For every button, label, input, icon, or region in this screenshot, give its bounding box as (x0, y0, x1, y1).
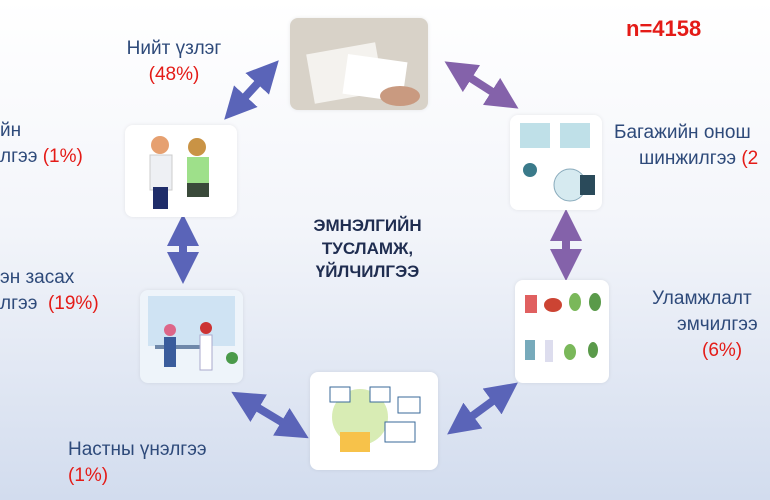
label-elderly-assessment: Настны үнэлгээ (1%) (68, 437, 207, 489)
node-pct: (1%) (42, 146, 83, 167)
node-label: эмчилгээ (677, 314, 758, 335)
label-total-exam: Нийт үзлэг (48%) (104, 36, 244, 88)
arrow-exam-instrumental (444, 61, 519, 109)
label-instrumental: Багажийн онош шинжилгээ (2 (614, 120, 758, 172)
label-rehabilitation: эн засах лгээ (19%) (0, 265, 99, 317)
sample-size: n=4158 (626, 16, 702, 41)
node-label: Настны үнэлгээ (68, 439, 207, 460)
node-label: Нийт үзлэг (126, 38, 222, 59)
rehabilitation-image (140, 290, 243, 383)
center-title-line: ТУСЛАМЖ, (321, 239, 414, 258)
center-title-line: ЭМНЭЛГИЙН (313, 216, 422, 235)
traditional-medicine-image (515, 280, 609, 383)
center-title-line: ҮЙЛЧИЛГЭЭ (315, 262, 420, 281)
elderly-assessment-image (310, 372, 438, 470)
node-pct: (6%) (702, 340, 743, 361)
node-pct: (2 (741, 148, 759, 169)
label-consultation: йн лгээ (1%) (0, 118, 83, 170)
node-label: Уламжлалт (652, 288, 752, 309)
node-pct: (19%) (47, 293, 99, 314)
center-title: ЭМНЭЛГИЙН ТУСЛАМЖ, ҮЙЛЧИЛГЭЭ (290, 214, 445, 283)
label-traditional: Уламжлалт эмчилгээ (6%) (652, 286, 758, 364)
node-label: лгээ (0, 146, 38, 167)
node-label: эн засах (0, 267, 75, 288)
node-pct: (48%) (148, 64, 200, 85)
arrow-elderly-traditional (447, 382, 518, 435)
node-label: йн (0, 120, 22, 141)
instrumental-diagnostics-image (510, 115, 602, 210)
arrow-exam-consult (224, 60, 279, 120)
exam-image (290, 18, 428, 110)
node-label: шинжилгээ (639, 148, 737, 169)
node-label: лгээ (0, 293, 38, 314)
node-label: Багажийн онош (614, 122, 751, 143)
arrow-rehab-elderly (231, 391, 309, 439)
node-pct: (1%) (68, 465, 109, 486)
consultation-image (125, 125, 237, 217)
